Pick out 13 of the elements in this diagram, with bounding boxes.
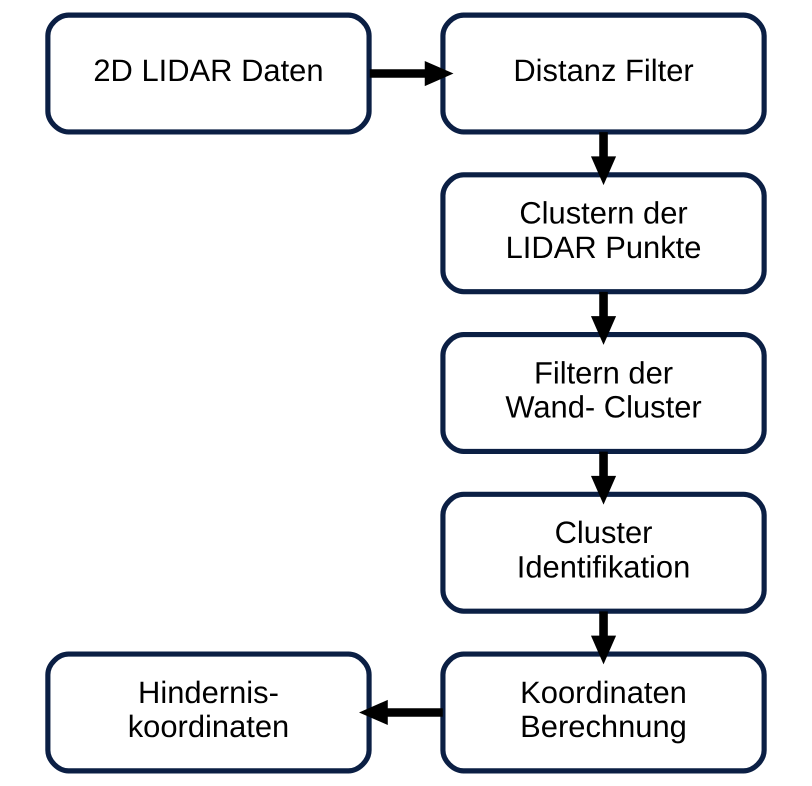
node-box: Filtern der Wand- Cluster: [440, 332, 767, 454]
node-box: Koordinaten Berechnung: [440, 652, 767, 774]
arrow: [359, 700, 443, 726]
node-box: Cluster Identifikation: [440, 492, 767, 614]
node-box: Clustern der LIDAR Punkte: [440, 172, 767, 294]
node-box: Distanz Filter: [440, 12, 767, 134]
arrow: [590, 452, 616, 505]
node-box: 2D LIDAR Daten: [45, 12, 372, 134]
arrow: [590, 132, 616, 186]
node-box: Hindernis- koordinaten: [45, 652, 372, 774]
arrow: [370, 60, 454, 86]
arrow: [590, 292, 616, 345]
arrow: [590, 611, 616, 664]
